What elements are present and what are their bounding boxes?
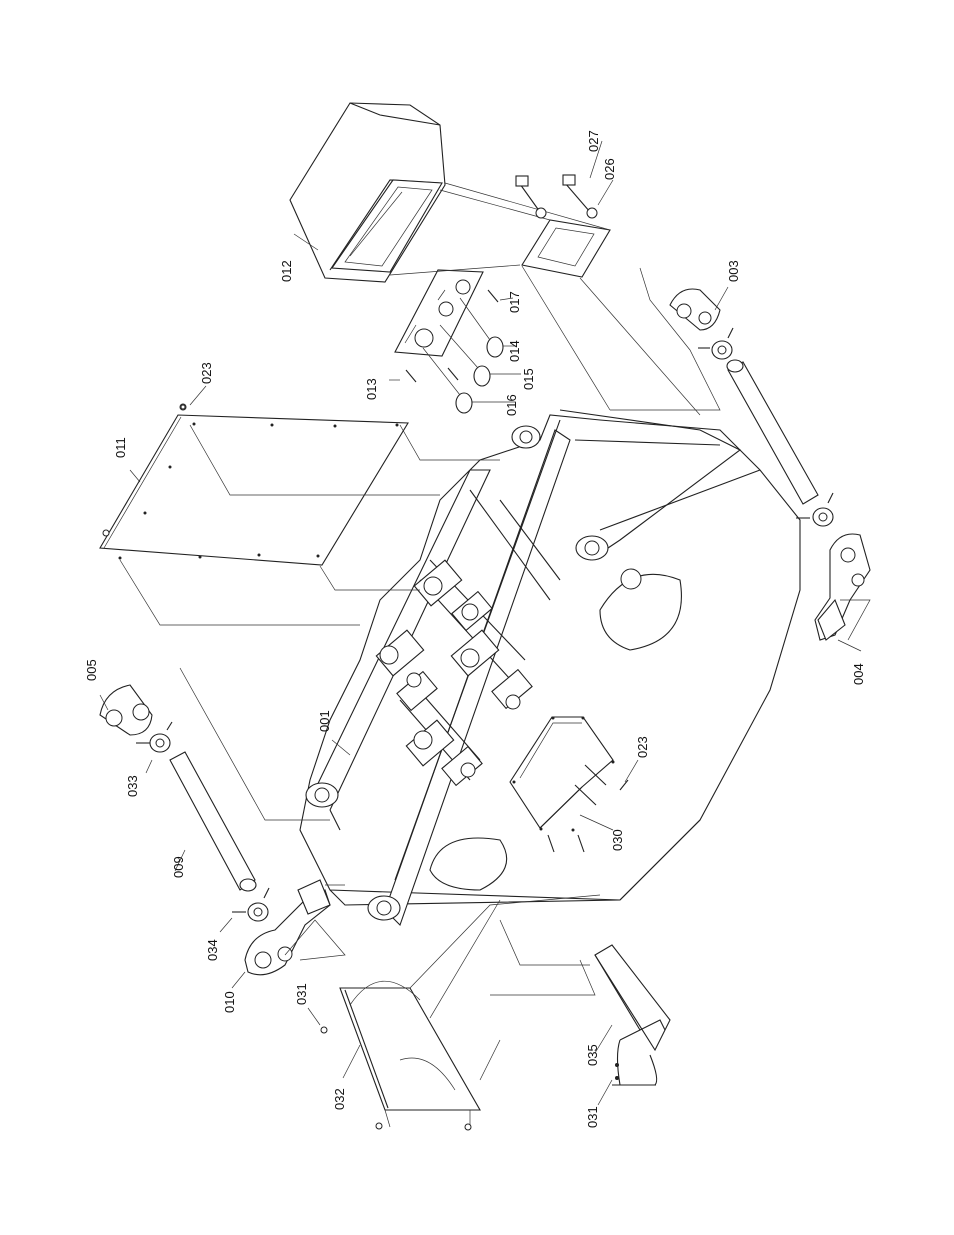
arm-005 xyxy=(99,684,173,753)
hopper-032 xyxy=(320,894,601,1131)
label-033: 033 xyxy=(125,775,140,797)
shaft-009 xyxy=(169,667,330,892)
arm-003 xyxy=(610,267,734,411)
label-032: 032 xyxy=(332,1088,347,1110)
label-030: 030 xyxy=(610,829,625,851)
label-011: 011 xyxy=(113,437,128,458)
label-010: 010 xyxy=(222,991,237,1013)
label-017: 017 xyxy=(507,291,522,313)
label-015: 015 xyxy=(521,368,536,390)
main-frame-001 xyxy=(299,409,801,927)
label-016: 016 xyxy=(504,394,519,416)
label-005: 005 xyxy=(84,659,99,681)
housing-012 xyxy=(289,102,701,416)
label-031-bottom: 031 xyxy=(585,1106,600,1128)
chute-035 xyxy=(490,919,671,1086)
label-004: 004 xyxy=(851,663,866,685)
label-009: 009 xyxy=(171,856,186,878)
label-034: 034 xyxy=(205,939,220,961)
shaft-right xyxy=(726,359,834,527)
label-027: 027 xyxy=(586,130,601,152)
label-001: 001 xyxy=(317,710,332,732)
leader-lines xyxy=(99,140,862,1106)
label-012: 012 xyxy=(279,260,294,282)
part-labels: 012 027 026 003 017 014 015 016 013 023 … xyxy=(84,130,866,1128)
label-013: 013 xyxy=(364,378,379,400)
cover-030 xyxy=(509,716,615,853)
label-014: 014 xyxy=(507,340,522,362)
label-035: 035 xyxy=(585,1044,600,1066)
screws xyxy=(180,404,629,791)
label-023-top: 023 xyxy=(199,362,214,384)
arm-004 xyxy=(814,533,871,641)
label-026: 026 xyxy=(602,158,617,180)
arm-010 xyxy=(232,879,346,976)
label-031-left: 031 xyxy=(294,983,309,1005)
label-003: 003 xyxy=(726,260,741,282)
bearing-blocks xyxy=(375,559,533,787)
label-023-mid: 023 xyxy=(635,736,650,758)
